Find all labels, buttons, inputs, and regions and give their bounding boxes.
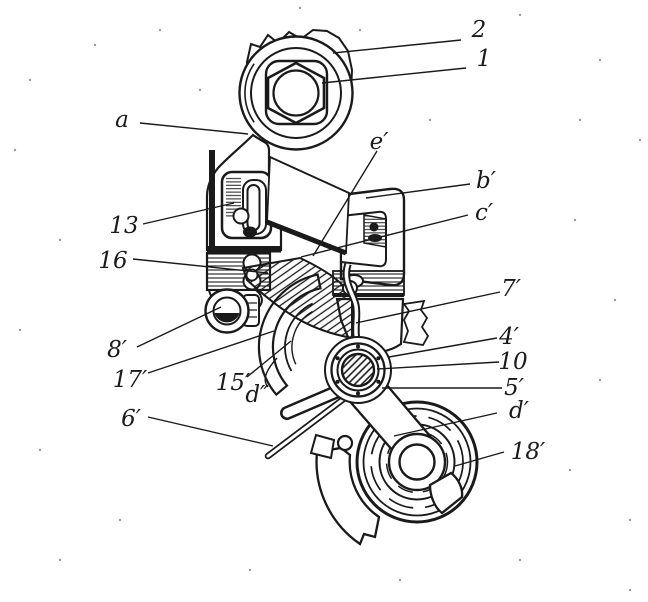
leader-line-dp — [393, 412, 498, 437]
paper-speckle — [358, 28, 362, 32]
paper-speckle — [578, 118, 582, 122]
leader-line-18p — [454, 451, 505, 467]
leader-line-8p — [136, 306, 222, 348]
paper-speckle — [18, 328, 22, 332]
figure-label-17p: 17′ — [113, 367, 148, 393]
leader-line-dpp — [264, 357, 278, 388]
paper-speckle — [628, 518, 632, 522]
paper-speckle — [518, 558, 522, 562]
leader-line-13 — [142, 202, 235, 225]
leader-line-bp — [365, 183, 471, 199]
labels-layer: 2 1 a 13 16 8′ 17′ 15′d″ 6′ e′ b′ c′ 7′ 4′105′d′ 18′ — [98, 17, 546, 467]
pivot-pin — [340, 352, 376, 388]
paper-speckle — [613, 298, 617, 302]
paper-speckle — [93, 43, 97, 47]
pulley-hub — [387, 432, 464, 515]
paper-speckle — [598, 378, 602, 382]
figure-label-13: 13 — [109, 213, 138, 239]
coil-spring-band — [241, 256, 361, 343]
paper-speckle — [598, 58, 602, 62]
detent-ball — [232, 207, 250, 225]
figure-label-6p: 6′ — [121, 406, 142, 432]
cage-plate-hole — [336, 434, 354, 452]
paper-speckle — [298, 6, 302, 10]
leader-line-4p — [388, 337, 498, 358]
arm-lower-spoke — [428, 471, 464, 515]
leader-line-ep — [312, 150, 378, 257]
figure-label-15p: 15′ — [216, 370, 251, 396]
paper-speckle — [28, 78, 32, 82]
paper-speckles — [13, 6, 642, 592]
mounting-bolt — [264, 59, 329, 126]
leader-line-1 — [321, 67, 467, 84]
figure-label-10: 10 — [498, 349, 527, 375]
body-edge-strip — [209, 150, 215, 248]
paper-speckle — [118, 518, 122, 522]
pulley-cage-plate — [280, 385, 381, 546]
paper-speckle — [518, 13, 522, 17]
paper-speckle — [58, 238, 62, 242]
adjuster-barrel — [204, 288, 260, 334]
figure-label-4p: 4′ — [498, 324, 520, 350]
figure-label-cp: c′ — [475, 200, 494, 226]
figure-label-2: 2 — [471, 17, 487, 43]
paper-speckle — [13, 148, 17, 152]
pivot-bearing — [324, 336, 392, 404]
paper-speckle — [198, 88, 202, 92]
leader-line-15p — [246, 340, 292, 378]
paper-speckle — [248, 568, 252, 572]
figure-label-16: 16 — [98, 248, 127, 274]
figure-label-bp: b′ — [476, 168, 497, 194]
figure-label-8p: 8′ — [107, 337, 128, 363]
paper-speckle — [628, 588, 632, 592]
pulley-axle-hole — [398, 443, 436, 481]
figure-label-7p: 7′ — [501, 276, 522, 302]
figure-label-1: 1 — [477, 46, 492, 72]
figure-label-dp: d′ — [509, 398, 530, 424]
leader-line-6p — [147, 416, 274, 447]
paper-speckle — [573, 218, 577, 222]
spring-plunger — [246, 184, 261, 231]
paper-speckle — [38, 448, 42, 452]
leader-line-2 — [332, 39, 462, 54]
figure-label-dpp: d″ — [245, 382, 269, 408]
paper-speckle — [398, 578, 402, 582]
paper-speckle — [638, 138, 642, 142]
leader-line-10 — [376, 361, 500, 370]
figure-label-a: a — [115, 107, 129, 133]
figure-label-ep: e′ — [370, 129, 390, 155]
figure-label-5p: 5′ — [504, 375, 525, 401]
link-plate — [266, 155, 350, 256]
leader-line-a — [139, 122, 249, 135]
leader-line-7p — [355, 291, 501, 324]
paper-speckle — [158, 28, 162, 32]
coil-spring-section-13 — [226, 177, 241, 217]
figure-label-18p: 18′ — [511, 439, 546, 465]
paper-speckle — [428, 118, 432, 122]
leader-line-cp — [300, 214, 469, 258]
paper-speckle — [58, 558, 62, 562]
leader-line-16 — [132, 258, 269, 274]
paper-speckle — [568, 468, 572, 472]
leader-line-17p — [147, 330, 275, 374]
